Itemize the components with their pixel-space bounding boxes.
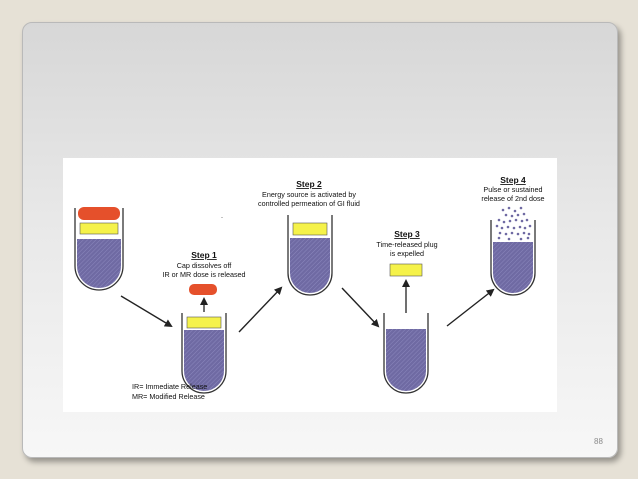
released-cap-icon	[189, 284, 217, 295]
step-3-line-2: is expelled	[390, 249, 424, 258]
legend-ir: IR= Immediate Release	[132, 382, 207, 391]
step-1-line-2: IR or MR dose is released	[162, 270, 245, 279]
capsule-step-2	[287, 215, 333, 296]
capsule-step-3	[383, 313, 429, 394]
plug-icon	[186, 316, 222, 329]
step-2-line-1: Energy source is activated by	[262, 190, 356, 199]
arrow-step-4	[446, 288, 495, 327]
step-1-title: Step 1	[191, 250, 217, 260]
step-2-label: Step 2 Energy source is activated by con…	[258, 179, 360, 208]
step-2-title: Step 2	[296, 179, 322, 189]
capsule-initial	[74, 207, 124, 291]
cap-icon	[78, 207, 120, 220]
released-dose-particles	[495, 206, 532, 241]
capsule-step-1	[181, 313, 227, 394]
stray-mark: .	[221, 211, 223, 220]
drug-reservoir	[77, 239, 121, 288]
step-3-line-1: Time-released plug	[376, 240, 437, 249]
step-4-label: Step 4 Pulse or sustained release of 2nd…	[481, 175, 544, 203]
step-1-line-1: Cap dissolves off	[177, 261, 232, 270]
step-2-line-2: controlled permeation of GI fluid	[258, 199, 360, 208]
legend-mr: MR= Modified Release	[132, 392, 205, 401]
legend: IR= Immediate Release MR= Modified Relea…	[132, 382, 207, 401]
plug-icon	[79, 222, 119, 235]
diagram-svg: Step 1 Cap dissolves off IR or MR dose i…	[74, 175, 545, 401]
step-4-line-1: Pulse or sustained	[483, 185, 542, 194]
page-number: 88	[594, 437, 603, 446]
plug-icon	[292, 222, 328, 236]
expelled-plug-icon	[389, 263, 423, 277]
arrow-step-1	[120, 295, 173, 328]
arrow-step-3	[341, 287, 380, 328]
step-1-label: Step 1 Cap dissolves off IR or MR dose i…	[162, 250, 245, 279]
pulsatile-release-diagram: Step 1 Cap dissolves off IR or MR dose i…	[63, 158, 557, 412]
step-3-title: Step 3	[394, 229, 420, 239]
step-4-title: Step 4	[500, 175, 526, 185]
step-4-line-2: release of 2nd dose	[481, 194, 544, 203]
arrow-step-2	[238, 286, 283, 333]
step-3-label: Step 3 Time-released plug is expelled	[376, 229, 437, 258]
capsule-step-4	[490, 220, 536, 296]
